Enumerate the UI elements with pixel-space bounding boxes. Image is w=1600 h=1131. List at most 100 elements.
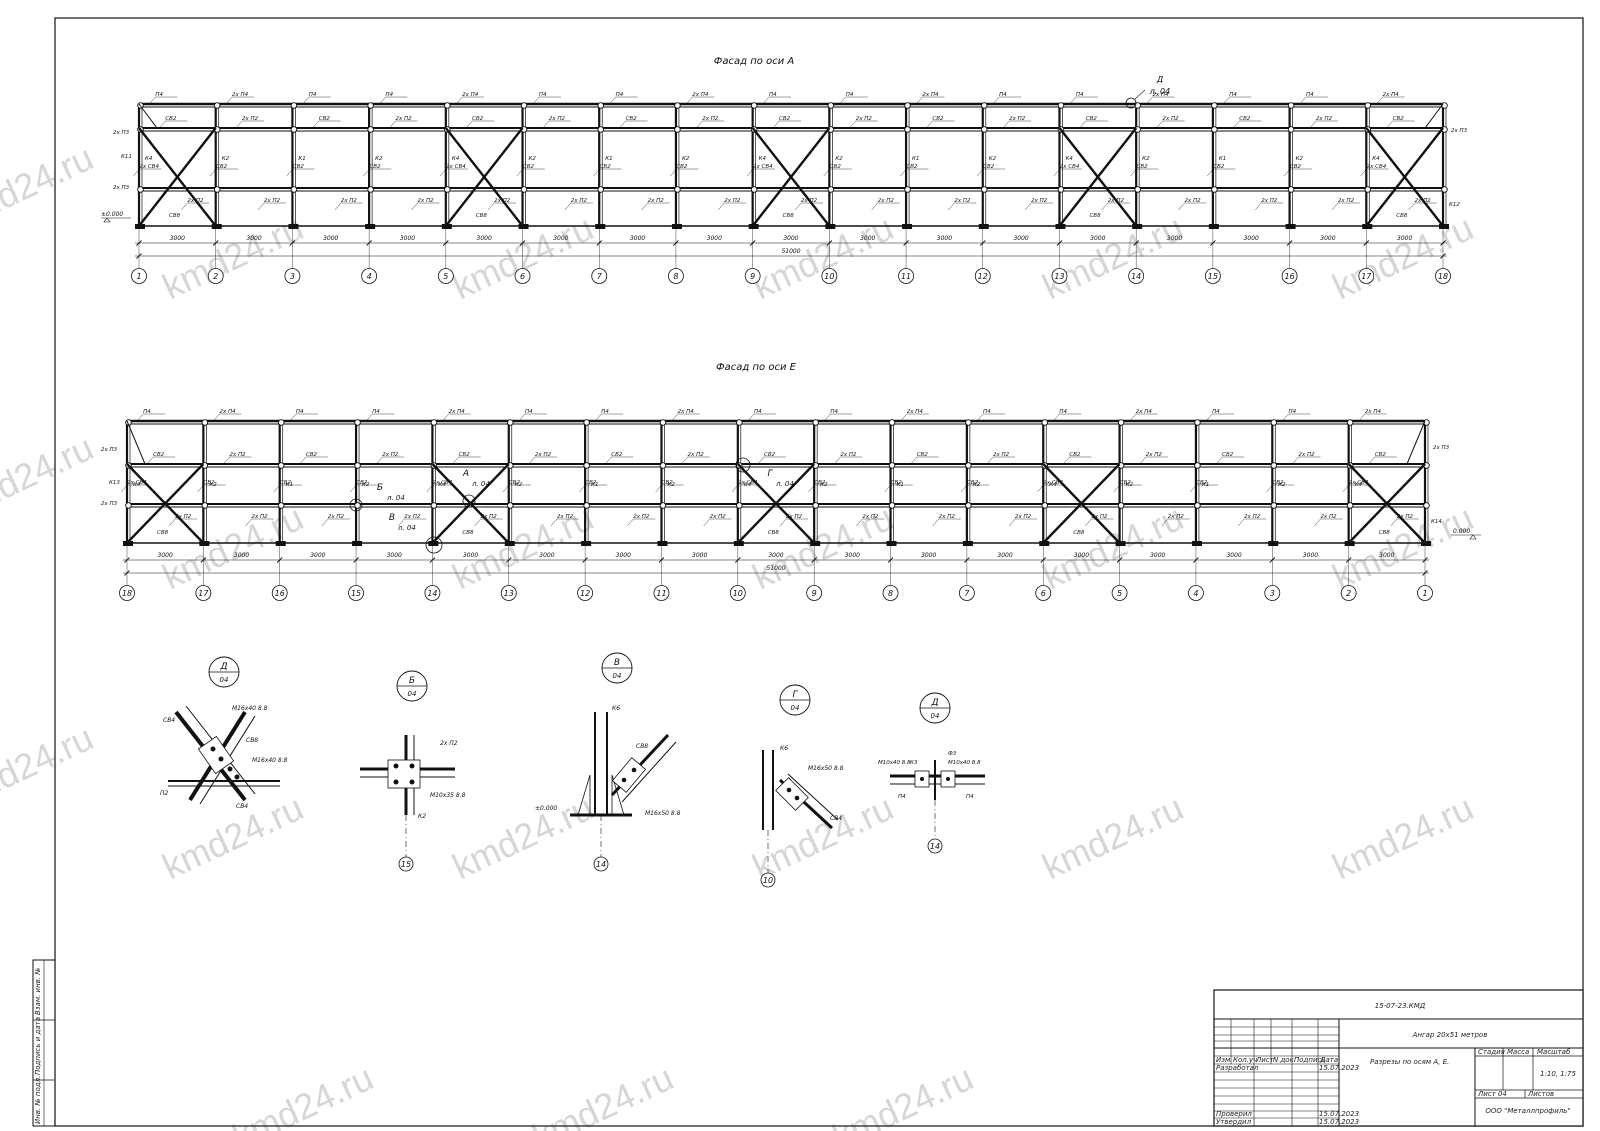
- member-label: 2х П4: [1136, 409, 1153, 415]
- dimension-tick: [735, 557, 741, 563]
- leader-line: [379, 96, 386, 105]
- column-mark: К4: [1355, 482, 1363, 488]
- dimension-tick: [811, 557, 817, 563]
- leader-line: [389, 120, 396, 129]
- span-dimension: 3000: [310, 552, 325, 559]
- leader-line: [197, 484, 204, 493]
- dimension-tick: [1133, 240, 1139, 246]
- node: [750, 186, 758, 193]
- callout-v-letter: В: [389, 513, 395, 523]
- member-label: 2х П2: [801, 198, 818, 204]
- leader-line: [824, 413, 831, 422]
- member-label: СВ2: [204, 480, 216, 486]
- detail-2-label-3: К2: [418, 813, 426, 820]
- detail-5-label-3: Ф3: [948, 751, 957, 757]
- leader-line: [1101, 202, 1108, 211]
- member-label: СВ2: [165, 116, 177, 122]
- leader-line: [363, 168, 370, 177]
- column-mark: К4: [145, 156, 153, 162]
- span-dimension: 3000: [921, 552, 936, 559]
- watermark-text: kmd24.ru: [446, 497, 599, 598]
- brace-mark: СВ8: [157, 530, 169, 536]
- member-label: СВ2: [153, 452, 165, 458]
- leader-line: [641, 202, 648, 211]
- end-label: 2х П3: [1451, 128, 1468, 134]
- axis-label: 7: [964, 589, 970, 598]
- leader-line: [1129, 413, 1136, 422]
- axis-label: 15: [1208, 272, 1218, 281]
- base-plate: [1285, 224, 1296, 229]
- column-mark: К2: [682, 156, 690, 162]
- leader-line: [1085, 518, 1092, 527]
- cross-brace: [444, 127, 524, 227]
- detail-3-sheet: 04: [613, 672, 622, 680]
- leader-line: [1189, 484, 1197, 493]
- member-label: 2х П2: [549, 116, 566, 122]
- member-label: 2х П2: [264, 198, 281, 204]
- member-label: 2х П2: [710, 514, 727, 520]
- dimension-tick: [1363, 240, 1370, 246]
- dimension-tick: [200, 557, 207, 563]
- node: [1441, 186, 1448, 193]
- leader-line: [1207, 168, 1214, 177]
- detail-d-brace: Д 04 СВ4 М16х40 8.8 СВ8 М16х40 8.8 П2 СВ…: [160, 656, 288, 810]
- member-label: СВ2: [1222, 452, 1234, 458]
- member-label: П4: [1076, 92, 1084, 98]
- node: [812, 419, 819, 426]
- leader-line: [986, 456, 994, 465]
- axis-bubble: [729, 585, 746, 601]
- dimension-tick: [366, 240, 372, 246]
- span-dimension: 3000: [845, 552, 860, 559]
- column-mark: К1: [1219, 156, 1226, 162]
- member-label: 2х П2: [688, 452, 705, 458]
- callout-g-sheet: л. 04: [775, 480, 794, 488]
- node: [888, 502, 896, 509]
- callout-b-sheet: л. 04: [386, 494, 405, 502]
- callout-v-sheet: л. 04: [397, 524, 416, 532]
- member-label: 2х П4: [449, 409, 466, 415]
- detail-5-label-2: К3: [910, 760, 918, 766]
- node: [888, 419, 896, 426]
- node: [290, 102, 298, 109]
- leader-line: [718, 202, 725, 211]
- leader-line: [1292, 456, 1299, 465]
- member-label: СВ2: [983, 164, 995, 170]
- leader-line: [312, 120, 319, 129]
- member-label: СВ2: [611, 452, 623, 458]
- member-label: П4: [372, 409, 380, 415]
- node: [1211, 186, 1218, 193]
- column-mark: К2: [375, 156, 383, 162]
- member-label: СВ2: [906, 164, 918, 170]
- node: [812, 502, 819, 509]
- base-plate: [211, 224, 222, 229]
- member-label: 2х П2: [187, 198, 204, 204]
- member-label: СВ2: [1213, 164, 1225, 170]
- axis-bubble: [806, 585, 823, 601]
- detail-4-label-2: М16х50 8.8: [808, 765, 844, 772]
- axis-label: 8: [888, 589, 893, 598]
- leader-line: [466, 120, 473, 129]
- node: [1117, 419, 1125, 426]
- base-plate: [886, 541, 897, 546]
- detail-1-label-4: М16х40 8.8: [252, 757, 288, 764]
- side-stamp-1: Взам. инв. №: [34, 967, 42, 1015]
- member-label: 2х П4: [220, 409, 237, 415]
- cross-brace: [431, 463, 510, 544]
- axis-bubble: [958, 585, 975, 601]
- leader-line: [1146, 96, 1153, 105]
- total-dimension: 51000: [766, 565, 785, 572]
- member-label: СВ2: [1086, 116, 1098, 122]
- leader-line: [452, 456, 459, 465]
- column-mark: К4: [1065, 156, 1073, 162]
- leader-line: [1069, 96, 1076, 105]
- node: [1287, 102, 1295, 109]
- member-label: СВ2: [1272, 480, 1284, 486]
- member-label: СВ2: [1375, 452, 1387, 458]
- base-plate: [518, 224, 529, 229]
- node: [354, 419, 361, 426]
- leader-line: [1205, 413, 1213, 422]
- dimension-tick: [353, 557, 359, 563]
- axis-bubble: [591, 268, 608, 284]
- member-label: 2х П4: [1153, 92, 1170, 98]
- callout-a-sheet: л. 04: [471, 480, 490, 488]
